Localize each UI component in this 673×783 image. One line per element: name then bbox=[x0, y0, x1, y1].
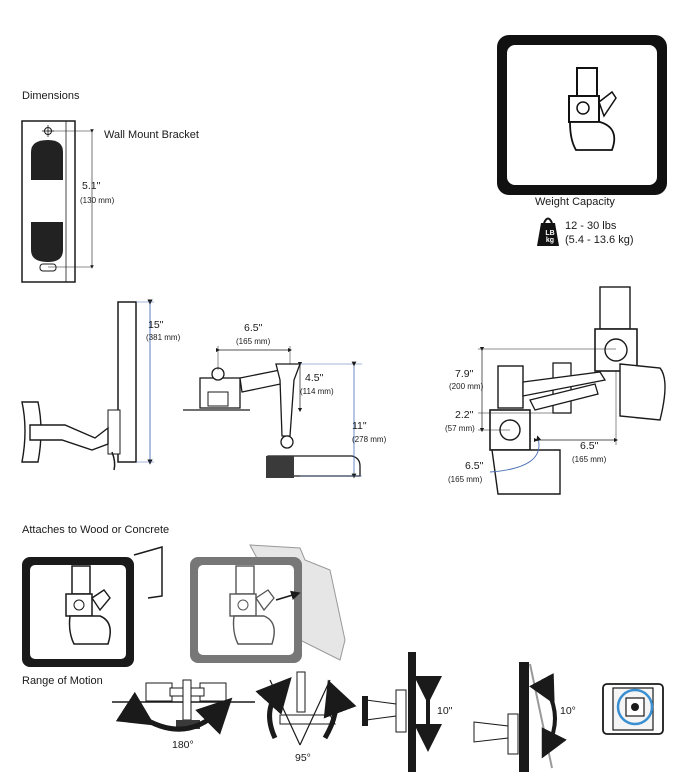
front-drop-mm: (200 mm) bbox=[449, 382, 484, 391]
dimensions-heading: Dimensions bbox=[22, 90, 80, 102]
wall-bracket-drawing bbox=[21, 120, 94, 283]
front-arm-mm: (165 mm) bbox=[572, 455, 607, 464]
weight-title: Weight Capacity bbox=[535, 196, 615, 208]
range-heading: Range of Motion bbox=[22, 675, 103, 687]
lift-motion-drawing bbox=[362, 652, 442, 772]
bracket-height: 5.1" bbox=[82, 180, 101, 192]
bracket-height-mm: (130 mm) bbox=[80, 196, 115, 205]
concrete-mount-illustration bbox=[190, 544, 346, 663]
arm-total: 11" bbox=[352, 420, 367, 432]
swivel-label: 180° bbox=[172, 739, 194, 751]
lift-label: 10" bbox=[437, 705, 453, 717]
front-drop: 7.9" bbox=[455, 368, 474, 380]
arm-width: 6.5" bbox=[244, 322, 263, 334]
arm-rise-mm: (114 mm) bbox=[300, 387, 334, 396]
badge-lb: LB bbox=[545, 230, 555, 237]
arm-side-drawing bbox=[183, 346, 362, 479]
bracket-label: Wall Mount Bracket bbox=[104, 129, 199, 141]
front-arm: 6.5" bbox=[580, 440, 599, 452]
badge-kg: kg bbox=[545, 237, 555, 244]
front-arm2-mm: (165 mm) bbox=[448, 475, 483, 484]
rotation-icon bbox=[602, 683, 664, 735]
tilt-angle-drawing bbox=[473, 662, 567, 772]
side-height-mm: (381 mm) bbox=[146, 333, 181, 342]
attaches-heading: Attaches to Wood or Concrete bbox=[22, 524, 170, 536]
weight-badge-icon bbox=[537, 217, 559, 246]
side-profile-drawing bbox=[21, 299, 154, 471]
angle-label: 10° bbox=[560, 705, 576, 717]
wood-mount-illustration bbox=[22, 546, 163, 667]
front-offset-mm: (57 mm) bbox=[445, 424, 475, 433]
tilt-label: 95° bbox=[295, 752, 311, 764]
monitor-illustration bbox=[497, 35, 667, 195]
side-height: 15" bbox=[148, 319, 164, 331]
arm-front-drawing bbox=[478, 286, 666, 495]
front-arm2: 6.5" bbox=[465, 460, 484, 472]
weight-lbs: 12 - 30 lbs bbox=[565, 220, 617, 232]
front-offset: 2.2" bbox=[455, 409, 474, 421]
arm-rise: 4.5" bbox=[305, 372, 324, 384]
arm-width-mm: (165 mm) bbox=[236, 337, 271, 346]
tilt-motion-drawing bbox=[255, 671, 357, 746]
swivel-motion-drawing bbox=[112, 679, 255, 735]
arm-total-mm: (278 mm) bbox=[352, 435, 387, 444]
weight-badge: LB kg bbox=[541, 230, 559, 244]
weight-kg: (5.4 - 13.6 kg) bbox=[565, 234, 634, 246]
weight-values: 12 - 30 lbs (5.4 - 13.6 kg) bbox=[565, 219, 633, 247]
